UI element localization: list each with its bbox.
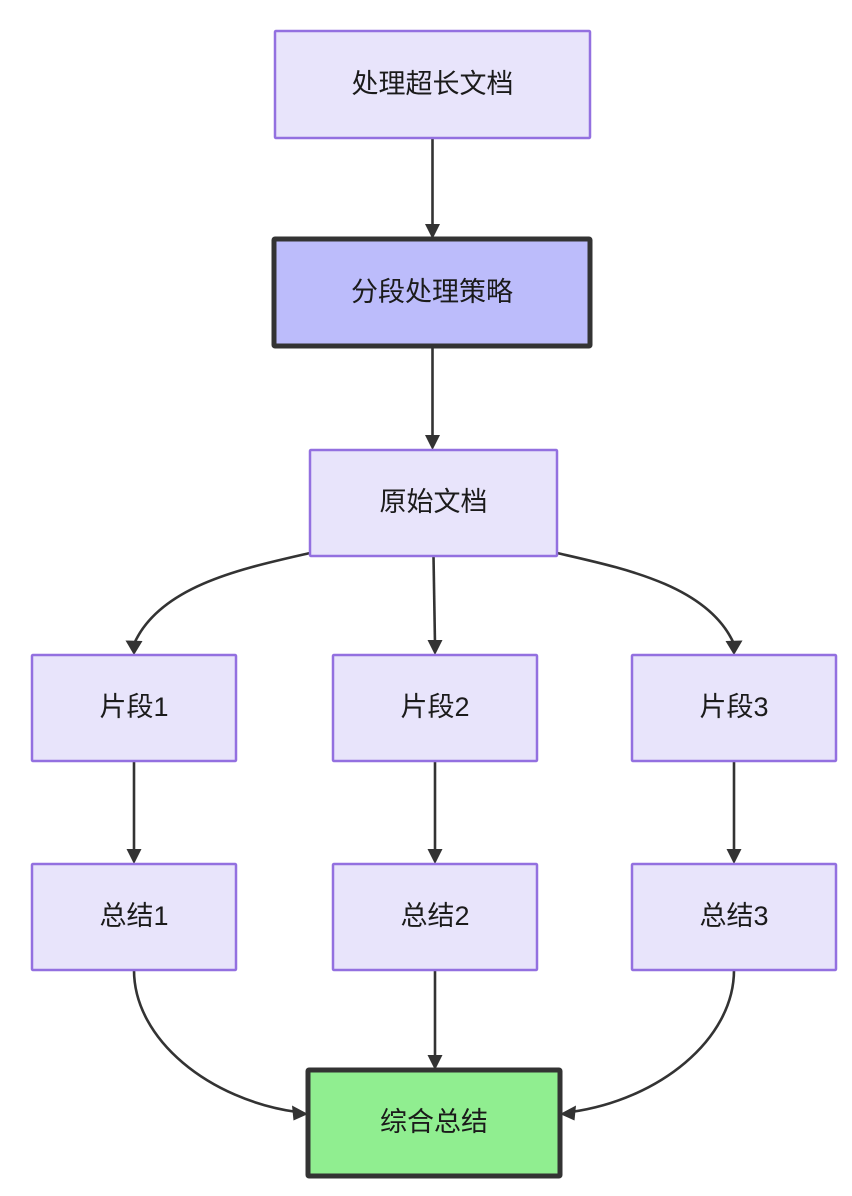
arrow-head-icon bbox=[425, 224, 440, 239]
node-strategy-shape[interactable] bbox=[271, 236, 593, 349]
arrow-head-icon bbox=[292, 1105, 308, 1121]
edge-summary3-to-final bbox=[560, 969, 736, 1121]
node-chunk-2[interactable]: 片段2 bbox=[331, 653, 539, 763]
node-chunk-1[interactable]: 片段1 bbox=[30, 653, 238, 763]
node-strategy[interactable]: 分段处理策略 bbox=[271, 236, 593, 349]
edge-root-to-strategy bbox=[425, 138, 440, 239]
edge-layer bbox=[125, 138, 743, 1121]
node-chunk-1-shape[interactable] bbox=[30, 653, 238, 763]
arrow-head-icon bbox=[125, 640, 143, 655]
edge-source-to-chunk3 bbox=[556, 551, 743, 655]
arrow-head-icon bbox=[427, 640, 443, 655]
edge-chunk2-to-summary2 bbox=[427, 761, 443, 864]
node-summary-1-shape[interactable] bbox=[30, 862, 238, 972]
node-chunk-2-label: 片段2 bbox=[400, 692, 469, 722]
arrow-head-icon bbox=[425, 435, 440, 450]
node-source-document-label: 原始文档 bbox=[380, 487, 488, 517]
arrow-head-icon bbox=[427, 1055, 443, 1070]
arrow-head-icon bbox=[726, 849, 742, 864]
edge-source-to-chunk2 bbox=[427, 555, 443, 655]
node-chunk-1-label: 片段1 bbox=[99, 692, 168, 722]
edge-source-to-chunk1 bbox=[125, 551, 311, 655]
node-summary-2[interactable]: 总结2 bbox=[331, 862, 539, 972]
node-chunk-3-label: 片段3 bbox=[699, 692, 768, 722]
node-summary-2-shape[interactable] bbox=[331, 862, 539, 972]
node-final-summary-shape[interactable] bbox=[305, 1067, 563, 1179]
node-layer: 处理超长文档 分段处理策略 原始文档 片段1 片段2 片段3 bbox=[30, 29, 838, 1179]
edge-summary1-to-final bbox=[132, 969, 308, 1121]
arrow-head-icon bbox=[725, 640, 743, 655]
node-source-document-shape[interactable] bbox=[308, 448, 559, 558]
node-source-document[interactable]: 原始文档 bbox=[308, 448, 559, 558]
node-chunk-3[interactable]: 片段3 bbox=[630, 653, 838, 763]
node-final-summary-label: 综合总结 bbox=[380, 1107, 488, 1137]
edge-chunk1-to-summary1 bbox=[126, 761, 142, 864]
arrow-head-icon bbox=[427, 849, 443, 864]
node-chunk-2-shape[interactable] bbox=[331, 653, 539, 763]
node-summary-3-label: 总结3 bbox=[699, 901, 768, 931]
node-chunk-3-shape[interactable] bbox=[630, 653, 838, 763]
node-summary-1[interactable]: 总结1 bbox=[30, 862, 238, 972]
node-final-summary[interactable]: 综合总结 bbox=[305, 1067, 563, 1179]
node-strategy-label: 分段处理策略 bbox=[351, 277, 513, 307]
edge-chunk3-to-summary3 bbox=[726, 761, 742, 864]
edge-strategy-to-source bbox=[425, 346, 440, 450]
edge-summary2-to-final bbox=[427, 970, 443, 1070]
arrow-head-icon bbox=[126, 849, 142, 864]
node-summary-3-shape[interactable] bbox=[630, 862, 838, 972]
node-root-shape[interactable] bbox=[273, 29, 592, 140]
node-summary-3[interactable]: 总结3 bbox=[630, 862, 838, 972]
node-summary-2-label: 总结2 bbox=[400, 901, 469, 931]
node-root-label: 处理超长文档 bbox=[352, 69, 514, 99]
node-root[interactable]: 处理超长文档 bbox=[273, 29, 592, 140]
arrow-head-icon bbox=[560, 1105, 576, 1121]
node-summary-1-label: 总结1 bbox=[99, 901, 168, 931]
